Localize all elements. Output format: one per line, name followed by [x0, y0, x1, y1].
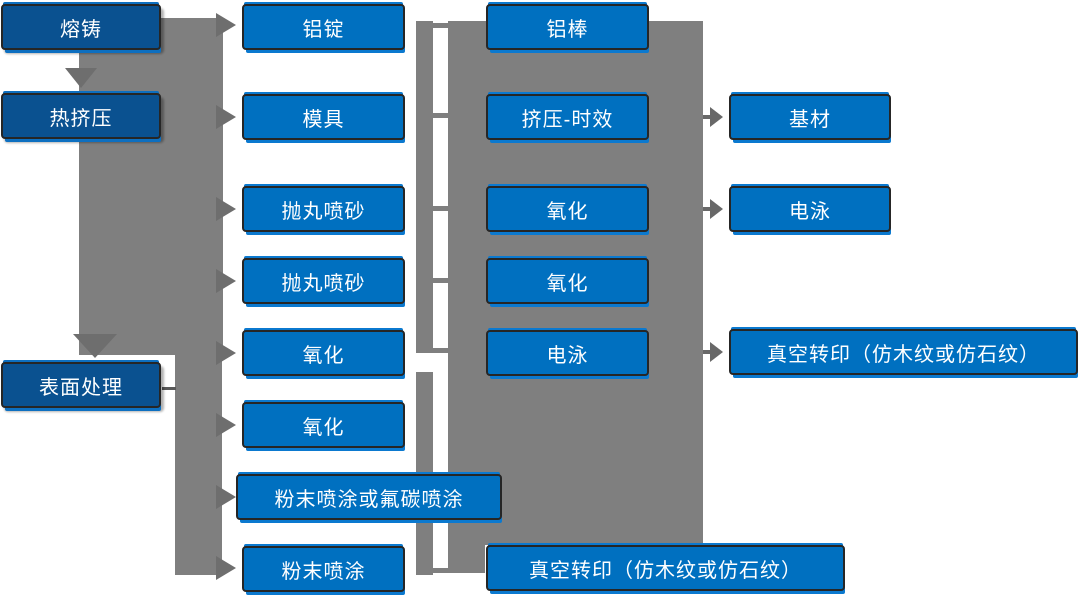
node-base-material: 基材	[729, 94, 891, 140]
stub-surface-treatment	[162, 387, 176, 390]
node-oxidation-c3-2: 氧化	[486, 258, 649, 304]
connector-bar-upper	[416, 21, 433, 353]
arrowhead-to-base-material	[710, 107, 723, 127]
node-label: 铝棒	[546, 18, 589, 41]
node-label: 基材	[789, 108, 831, 131]
node-label: 挤压-时效	[521, 108, 614, 131]
node-oxidation-c3-1: 氧化	[486, 186, 649, 232]
node-aluminum-rod: 铝棒	[486, 4, 649, 50]
node-label: 氧化	[302, 416, 345, 439]
backdrop-block-strip	[448, 545, 485, 573]
node-extrusion-aging: 挤压-时效	[486, 94, 649, 140]
node-label: 真空转印（仿木纹或仿石纹）	[529, 559, 802, 582]
node-label: 熔铸	[60, 18, 102, 41]
arrowhead-to-electrophoresis-c4	[710, 199, 723, 219]
node-label: 氧化	[546, 272, 589, 295]
node-melting-casting: 熔铸	[1, 4, 161, 50]
node-label: 热挤压	[49, 107, 113, 130]
arrowhead-to-mold	[216, 105, 236, 129]
connector-trunk-bottom	[175, 355, 222, 575]
node-label: 铝锭	[302, 18, 345, 41]
node-label: 抛丸喷砂	[281, 200, 366, 223]
node-surface-treatment: 表面处理	[1, 362, 161, 408]
connector-trunk-main	[79, 18, 223, 355]
stub-row-oxidation2	[433, 278, 449, 283]
node-label: 抛丸喷砂	[281, 272, 366, 295]
node-label: 电泳	[546, 344, 589, 367]
node-label: 真空转印（仿木纹或仿石纹）	[767, 343, 1040, 366]
arrowhead-to-hot-extrusion	[65, 68, 97, 88]
arrow-tail-to-electrophoresis-c4	[703, 207, 712, 211]
arrowhead-to-aluminum-ingot	[216, 13, 236, 37]
stub-row-mold	[433, 113, 449, 118]
node-powder-or-fluorocarbon-coating: 粉末喷涂或氟碳喷涂	[236, 474, 502, 520]
node-electrophoresis-c3: 电泳	[486, 330, 649, 376]
arrowhead-to-oxidation-c2-2	[216, 413, 236, 437]
arrowhead-to-shot-blasting-2	[216, 269, 236, 293]
arrowhead-to-shot-blasting-1	[216, 197, 236, 221]
stub-row-vacuum-bottom	[433, 568, 449, 573]
arrowhead-to-powder-or-fluorocarbon	[216, 485, 236, 509]
stub-row-electrophoresis	[433, 348, 449, 353]
connector-bar-lower	[416, 372, 433, 575]
node-label: 粉末喷涂或氟碳喷涂	[274, 488, 464, 511]
node-label: 电泳	[789, 200, 831, 223]
node-vacuum-transfer-bottom: 真空转印（仿木纹或仿石纹）	[486, 545, 845, 591]
node-hot-extrusion: 热挤压	[1, 93, 161, 139]
node-label: 氧化	[546, 200, 589, 223]
arrow-tail-to-base-material	[703, 115, 712, 119]
node-powder-coating: 粉末喷涂	[242, 546, 405, 592]
arrowhead-to-surface-treatment	[73, 334, 117, 358]
node-label: 模具	[302, 108, 345, 131]
node-aluminum-ingot: 铝锭	[242, 4, 405, 50]
node-vacuum-transfer-right: 真空转印（仿木纹或仿石纹）	[729, 329, 1078, 375]
node-label: 氧化	[302, 344, 345, 367]
node-label: 表面处理	[39, 376, 123, 399]
arrowhead-to-powder-coating	[216, 556, 236, 580]
arrowhead-to-vacuum-right	[710, 342, 723, 362]
stub-row-ingot	[433, 23, 449, 28]
node-oxidation-c2-2: 氧化	[242, 402, 405, 448]
node-shot-blasting-1: 抛丸喷砂	[242, 186, 405, 232]
node-mold: 模具	[242, 94, 405, 140]
node-shot-blasting-2: 抛丸喷砂	[242, 258, 405, 304]
node-electrophoresis-c4: 电泳	[729, 186, 891, 232]
node-oxidation-c2-1: 氧化	[242, 330, 405, 376]
arrowhead-to-oxidation-c2-1	[216, 341, 236, 365]
node-label: 粉末喷涂	[281, 560, 366, 583]
arrow-tail-to-vacuum-right	[703, 350, 712, 354]
stub-row-oxidation1	[433, 206, 449, 211]
